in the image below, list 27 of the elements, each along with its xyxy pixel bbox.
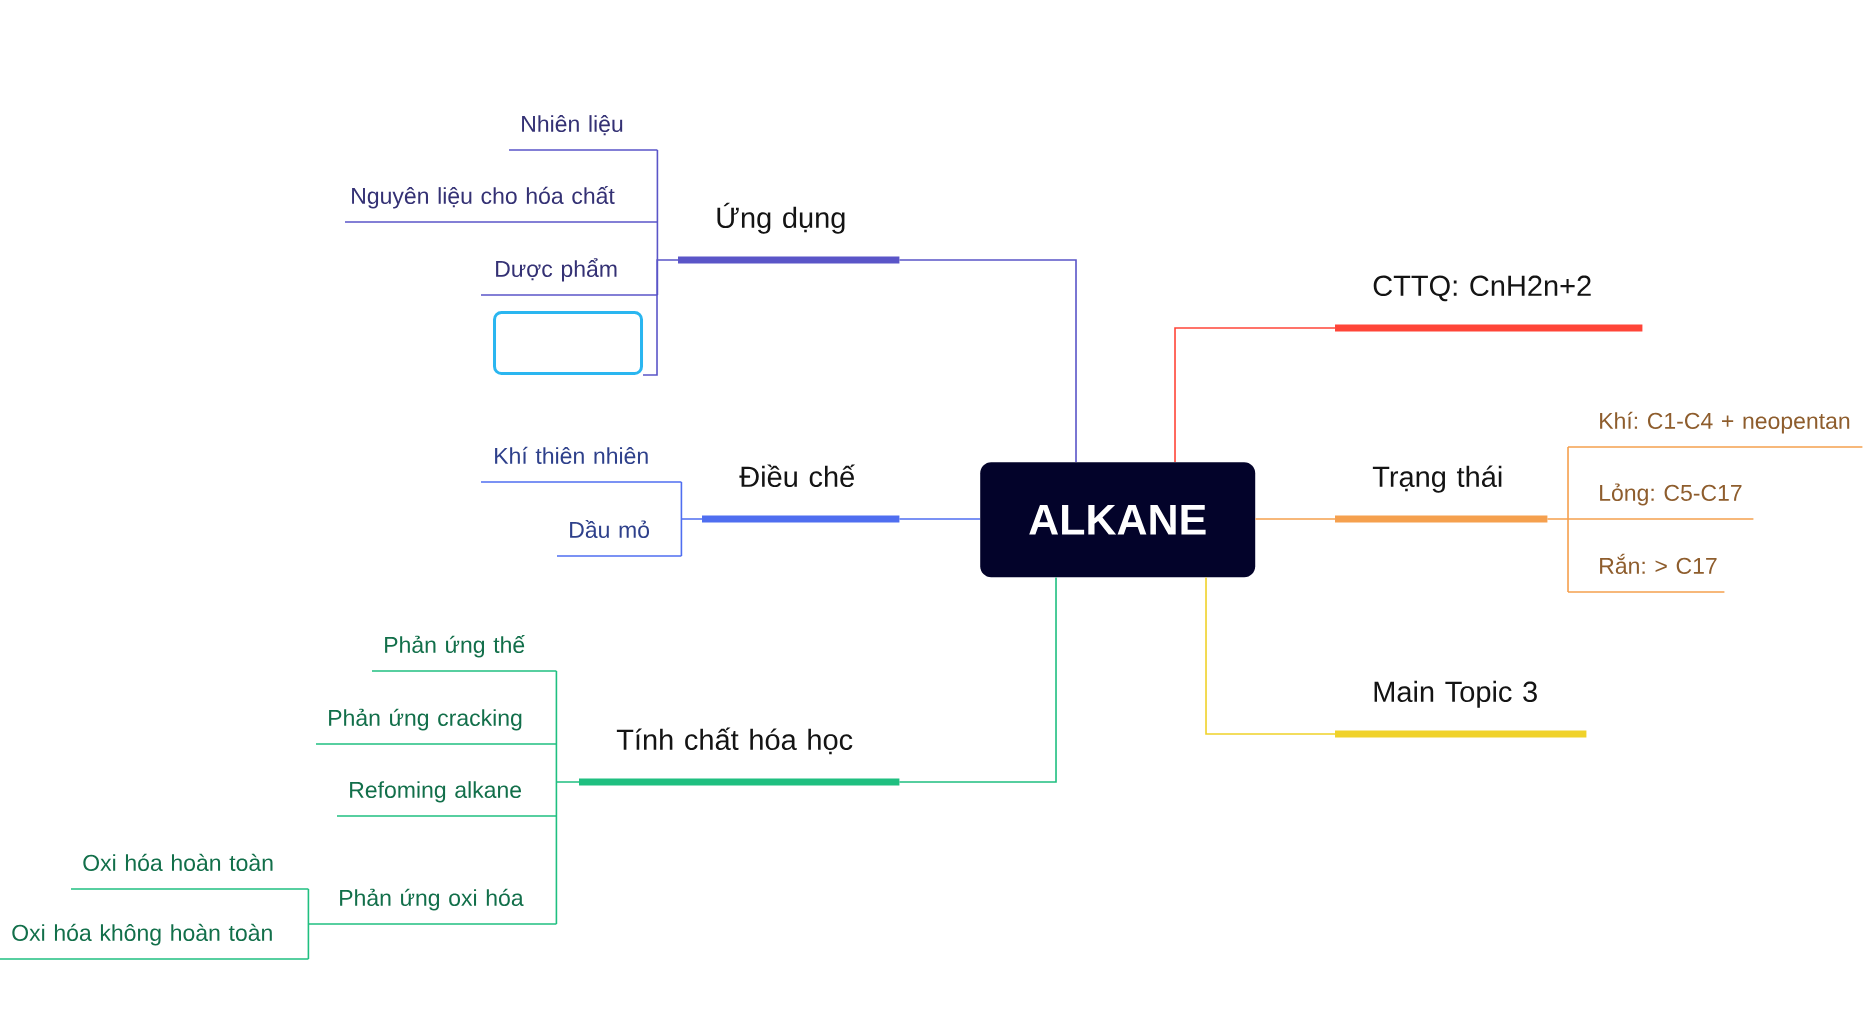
empty-box <box>493 311 643 375</box>
subtopic-label: Nguyên liệu cho hóa chất <box>344 186 659 223</box>
connector-line <box>898 576 1057 783</box>
subtopic-label: Dầu mỏ <box>556 520 683 557</box>
subtopic-label: Oxi hóa không hoàn toàn <box>0 923 310 960</box>
subtopic-label: Phản ứng oxi hóa <box>307 888 558 925</box>
connector-line <box>898 518 981 520</box>
connector-line <box>555 670 580 925</box>
connector-line <box>642 149 679 376</box>
subtopic-label: Rắn: > C17 <box>1567 553 1726 593</box>
subtopic-label: Khí thiên nhiên <box>480 446 683 483</box>
subtopic-label: Nhiên liệu <box>508 115 659 151</box>
subtopic-label: Oxi hóa hoàn toàn <box>70 853 310 890</box>
connector-line <box>1254 518 1336 520</box>
connector-line <box>898 259 1077 463</box>
subtopic-label: Phản ứng cracking <box>315 708 558 745</box>
subtopic-label: Refoming alkane <box>336 781 558 817</box>
connector-line <box>307 888 310 960</box>
connector-line <box>1546 446 1569 593</box>
connector-line <box>1205 576 1336 735</box>
subtopic-label: Phản ứng thế <box>371 635 558 672</box>
connector-line <box>680 481 703 557</box>
connector-line <box>1174 327 1336 463</box>
subtopic-label: Dược phẩm <box>480 258 659 296</box>
central-topic-box: ALKANE <box>980 462 1256 578</box>
subtopic-label: Khí: C1-C4 + neopentan <box>1567 411 1863 448</box>
subtopic-label: Lỏng: C5-C17 <box>1567 483 1755 520</box>
